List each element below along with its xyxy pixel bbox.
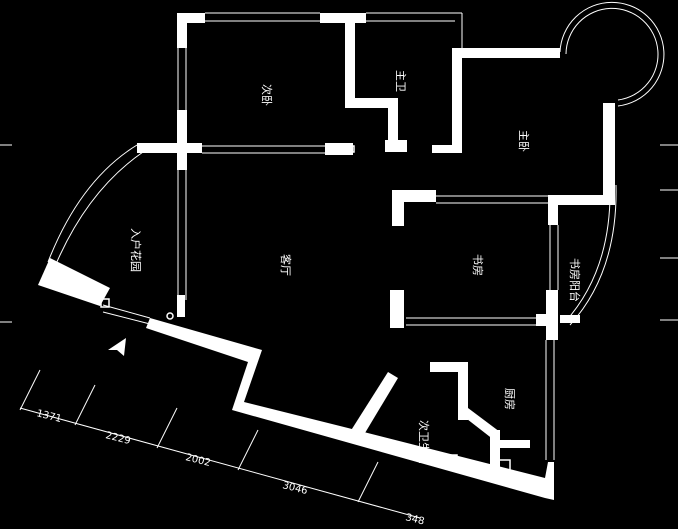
dimension-lines — [19, 369, 421, 519]
dimension-label-5: 348 — [404, 512, 425, 527]
room-label-master-bath: 主卫 — [394, 70, 407, 92]
fixtures — [100, 145, 511, 475]
room-label-master-bedroom: 主卧 — [517, 130, 530, 152]
thin-outlines — [0, 1, 678, 460]
room-label-second-bath: 次卫生间 — [417, 420, 431, 464]
room-label-study-balcony: 书房阳台 — [568, 258, 582, 302]
room-label-entry-garden: 入户花园 — [129, 228, 143, 272]
entry-arrow-icon — [108, 338, 126, 356]
room-label-living-room: 客厅 — [279, 254, 293, 276]
room-label-study: 书房 — [471, 254, 484, 276]
room-label-kitchen: 厨房 — [503, 388, 516, 410]
room-label-second-bedroom: 次卧 — [260, 84, 274, 106]
